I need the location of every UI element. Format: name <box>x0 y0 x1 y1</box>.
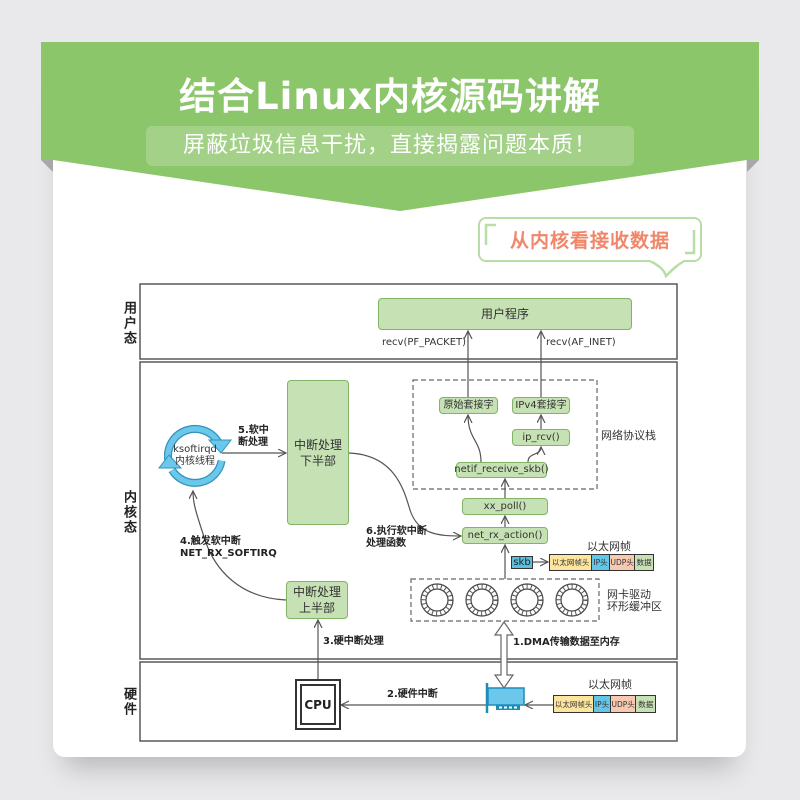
ipv4-socket-label: IPv4套接字 <box>515 399 567 411</box>
user-program-label: 用户程序 <box>480 307 529 321</box>
layer-label-user: 用户态 <box>121 301 136 346</box>
step5-line2: 断处理 <box>238 437 268 448</box>
skb-box: skb <box>511 556 533 569</box>
frame-seg-udp-header: UDP头 <box>609 555 636 570</box>
ip-rcv-label: ip_rcv() <box>522 431 560 443</box>
netif-receive-skb-label: netif_receive_skb() <box>454 464 549 475</box>
raw-socket-label: 原始套接字 <box>443 399 494 411</box>
step2-label: 2.硬件中断 <box>387 689 438 700</box>
callout-text: 从内核看接收数据 <box>509 230 670 252</box>
banner-fold-right <box>747 160 759 172</box>
callout-bubble: 从内核看接收数据 <box>478 217 702 262</box>
top-half-box: 中断处理 上半部 <box>286 581 348 619</box>
net-rx-action-label: net_rx_action() <box>467 529 543 541</box>
top-half-line2: 上半部 <box>298 601 335 615</box>
frame-seg-data: 数据 <box>636 696 656 712</box>
frame-seg-udp-header: UDP头 <box>610 696 637 712</box>
step6-line2: 处理函数 <box>366 538 406 549</box>
ipv4-socket-box: IPv4套接字 <box>512 397 570 414</box>
ring-buffer-label: 网卡驱动 环形缓冲区 <box>607 589 662 613</box>
cpu-label: CPU <box>304 697 332 712</box>
xx-poll-box: xx_poll() <box>462 498 548 515</box>
hardware-ethernet-frame: 以太网帧头 IP头 UDP头 数据 <box>553 695 656 713</box>
layer-label-hardware: 硬件 <box>121 687 136 717</box>
header-banner: 结合Linux内核源码讲解 屏蔽垃圾信息干扰，直接揭露问题本质！ <box>41 42 759 211</box>
kernel-frame-title: 以太网帧 <box>587 540 631 553</box>
ksoftirqd-label: ksoftirqd 内核线程 <box>163 444 227 468</box>
step1-label: 1.DMA传输数据至内存 <box>513 637 620 648</box>
layer-label-kernel: 内核态 <box>121 490 136 535</box>
user-program-box: 用户程序 <box>378 298 632 330</box>
frame-seg-eth-header: 以太网帧头 <box>550 555 593 570</box>
step4-line2: NET_RX_SOFTIRQ <box>180 548 277 559</box>
ring-buffer-line2: 环形缓冲区 <box>607 600 662 613</box>
banner-title: 结合Linux内核源码讲解 <box>179 75 601 118</box>
frame-seg-eth-header: 以太网帧头 <box>554 696 595 712</box>
frame-seg-data: 数据 <box>635 555 653 570</box>
net-rx-action-box: net_rx_action() <box>462 527 548 544</box>
hardware-frame-title: 以太网帧 <box>588 678 632 691</box>
protocol-stack-label: 网络协议栈 <box>601 429 656 442</box>
ksoftirqd-name: ksoftirqd <box>173 444 217 455</box>
ring-buffer-line1: 网卡驱动 <box>607 588 651 601</box>
banner-fold-left <box>41 160 53 172</box>
bottom-half-line1: 中断处理 <box>293 437 342 452</box>
recv-pf-packet-label: recv(PF_PACKET) <box>382 337 467 348</box>
ksoftirqd-desc: 内核线程 <box>175 456 215 467</box>
banner-subtitle: 屏蔽垃圾信息干扰，直接揭露问题本质！ <box>146 126 634 166</box>
bottom-half-line2: 下半部 <box>299 453 336 468</box>
ip-rcv-box: ip_rcv() <box>512 429 570 446</box>
step6-label: 6.执行软中断 处理函数 <box>366 526 427 550</box>
step4-line1: 4.触发软中断 <box>180 536 241 547</box>
step5-label: 5.软中 断处理 <box>238 425 269 449</box>
recv-af-inet-label: recv(AF_INET) <box>546 337 616 348</box>
kernel-ethernet-frame: 以太网帧头 IP头 UDP头 数据 <box>549 554 654 571</box>
raw-socket-box: 原始套接字 <box>439 397 498 414</box>
netif-receive-skb-box: netif_receive_skb() <box>454 462 549 478</box>
frame-seg-ip-header: IP头 <box>592 555 610 570</box>
top-half-line1: 中断处理 <box>292 585 341 599</box>
step6-line1: 6.执行软中断 <box>366 526 427 537</box>
bottom-half-box: 中断处理 下半部 <box>287 380 349 525</box>
step4-label: 4.触发软中断 NET_RX_SOFTIRQ <box>180 536 277 560</box>
xx-poll-label: xx_poll() <box>483 500 527 512</box>
frame-seg-ip-header: IP头 <box>594 696 611 712</box>
step5-line1: 5.软中 <box>238 425 269 436</box>
step3-label: 3.硬中断处理 <box>323 636 384 647</box>
